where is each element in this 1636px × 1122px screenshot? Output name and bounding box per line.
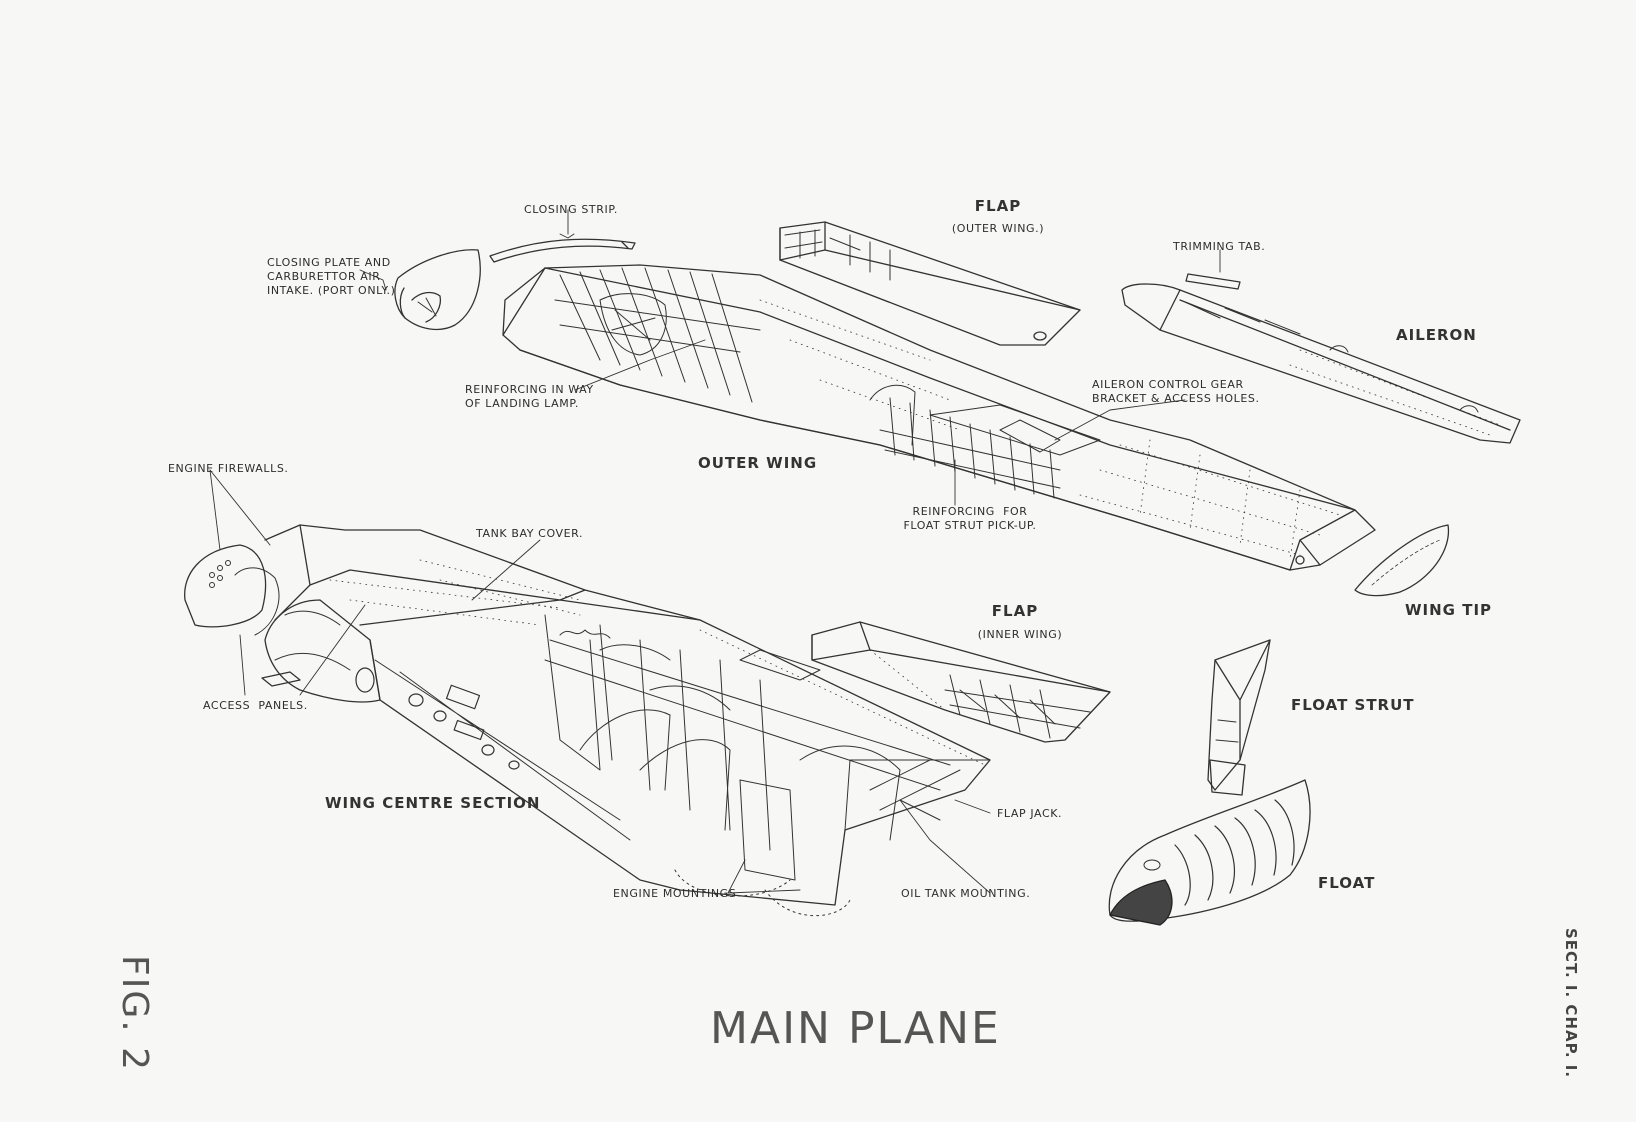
flap-outer-part (779, 221, 1081, 346)
trimming-tab-part (1185, 273, 1241, 290)
label-aileron-control: AILERON CONTROL GEAR BRACKET & ACCESS HO… (1092, 378, 1260, 405)
label-flap-jack: FLAP JACK. (997, 807, 1063, 820)
label-flap-inner: FLAP (991, 602, 1039, 620)
float-part (1108, 779, 1311, 926)
leader-lines (209, 209, 1221, 894)
label-tank-bay-cover: TANK BAY COVER. (476, 527, 584, 540)
label-closing-strip: CLOSING STRIP. (524, 203, 618, 216)
label-engine-firewalls: ENGINE FIREWALLS. (168, 462, 289, 475)
closing-plate-part (394, 249, 481, 331)
section-reference: SECT. I. CHAP. I. (1562, 928, 1580, 1079)
label-float: FLOAT (1318, 874, 1376, 892)
label-wing-centre-section: WING CENTRE SECTION (325, 794, 541, 812)
wing-centre-section-part (184, 524, 991, 917)
outer-wing-part (502, 264, 1376, 571)
label-outer-wing: OUTER WING (698, 454, 818, 472)
label-flap-outer-sub: (OUTER WING.) (951, 222, 1045, 235)
wing-tip-part (1354, 524, 1450, 597)
aileron-part (1121, 283, 1521, 444)
label-reinforcing-lamp: REINFORCING IN WAY OF LANDING LAMP. (465, 383, 594, 410)
label-closing-plate: CLOSING PLATE AND CARBURETTOR AIR INTAKE… (267, 256, 396, 297)
label-reinforcing-float: REINFORCING FOR FLOAT STRUT PICK-UP. (903, 505, 1037, 532)
label-aileron: AILERON (1396, 326, 1477, 344)
label-wing-tip: WING TIP (1405, 601, 1493, 619)
label-flap-outer: FLAP (974, 197, 1022, 215)
label-float-strut: FLOAT STRUT (1291, 696, 1415, 714)
figure-number: FIG. 2 (114, 955, 155, 1073)
label-access-panels: ACCESS PANELS. (203, 699, 308, 712)
flap-inner-part (811, 621, 1111, 743)
label-trimming-tab: TRIMMING TAB. (1173, 240, 1266, 253)
float-strut-part (1207, 639, 1271, 796)
label-flap-inner-sub: (INNER WING) (977, 628, 1063, 641)
label-oil-tank-mounting: OIL TANK MOUNTING. (901, 887, 1031, 900)
closing-strip-part (489, 238, 636, 263)
drawing-title: MAIN PLANE (710, 1003, 1001, 1054)
label-engine-mountings: ENGINE MOUNTINGS (613, 887, 737, 900)
